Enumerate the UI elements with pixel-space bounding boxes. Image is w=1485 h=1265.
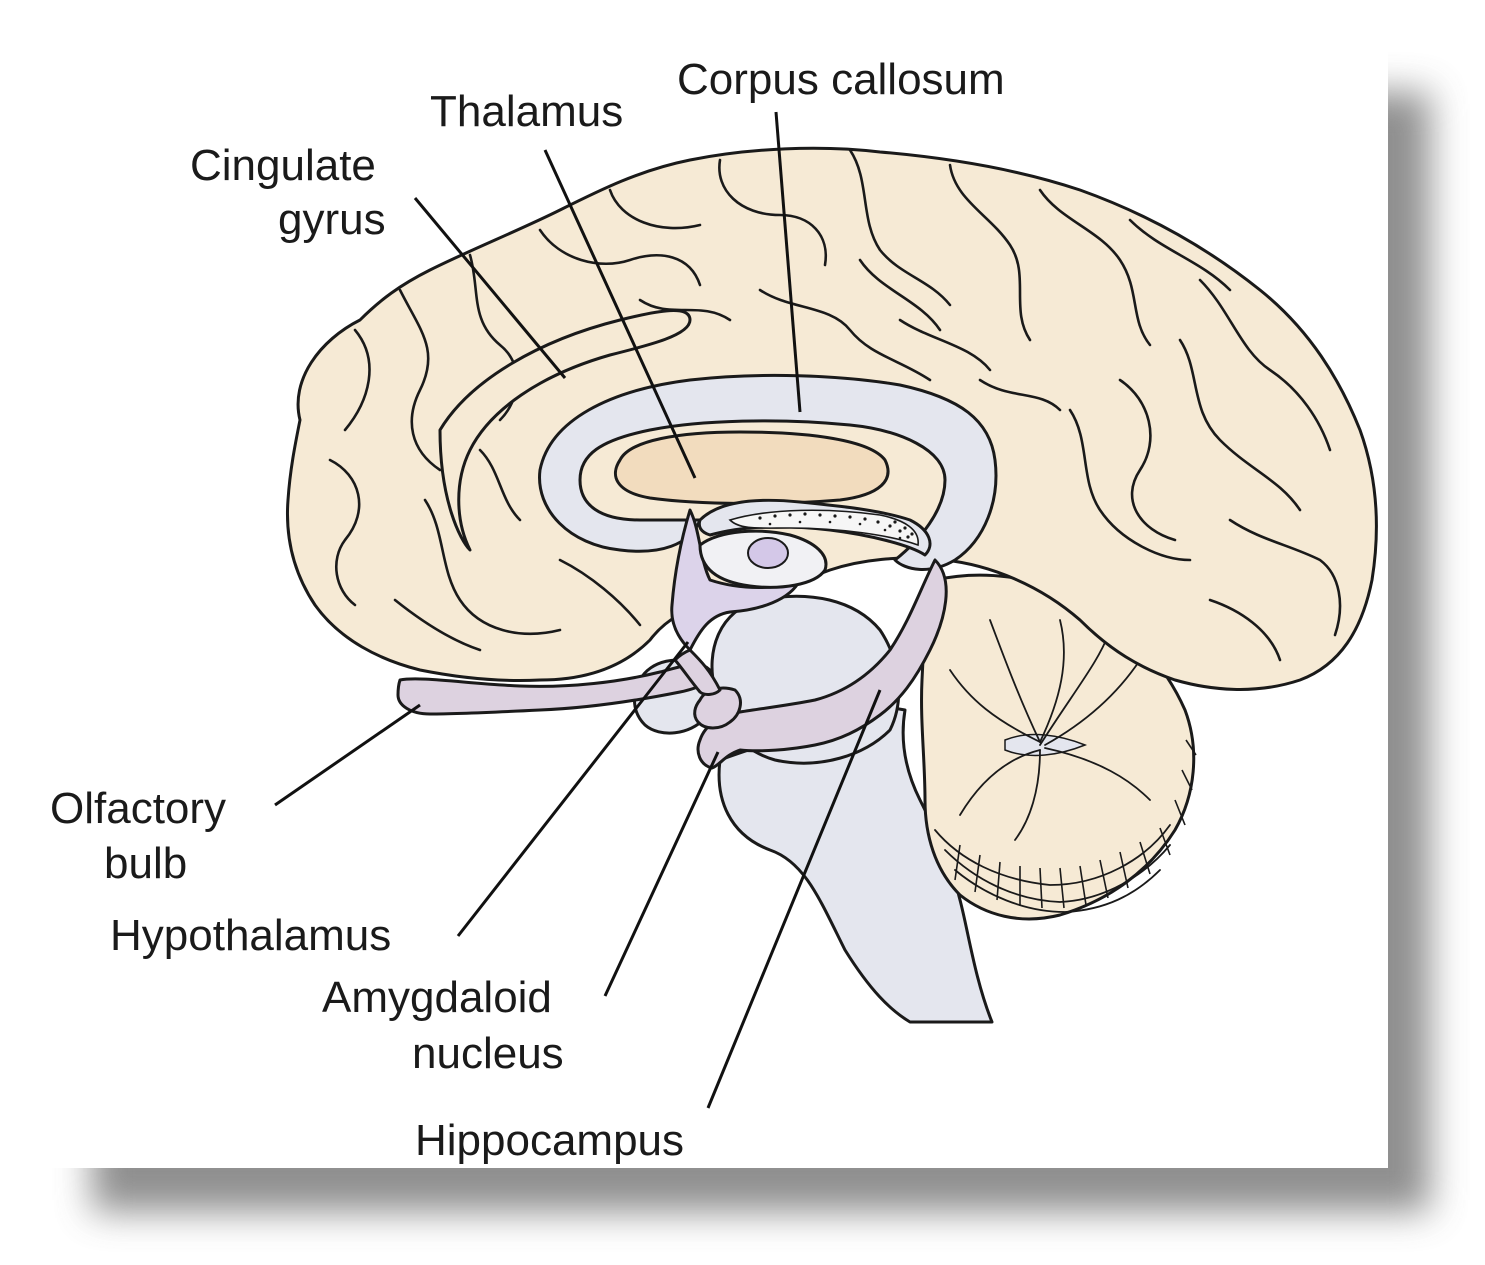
cortical-sulci — [328, 148, 1342, 662]
leader-hippocampus — [706, 689, 882, 1109]
leader-cingulate-gyrus — [413, 197, 567, 379]
limbic-connector — [673, 648, 722, 696]
leader-olfactory-bulb — [274, 703, 421, 807]
label-amygdaloid-line2: nucleus — [412, 1029, 564, 1078]
leader-hypothalamus — [456, 641, 690, 937]
corpus-callosum-region — [538, 373, 998, 571]
leader-amygdaloid — [603, 751, 720, 997]
amygdaloid-region — [693, 686, 742, 730]
leader-corpus-callosum — [774, 111, 802, 413]
choroid-plexus — [728, 509, 919, 547]
leader-lines — [274, 111, 882, 1109]
label-amygdaloid-line1: Amygdaloid — [322, 973, 552, 1022]
thalamus-region — [614, 430, 890, 506]
label-thalamus: Thalamus — [430, 87, 623, 136]
interthalamic-adhesion — [747, 537, 789, 569]
leader-thalamus — [543, 149, 697, 479]
label-hypothalamus: Hypothalamus — [110, 911, 391, 960]
label-cingulate-line2: gyrus — [278, 195, 386, 244]
label-corpus-callosum: Corpus callosum — [677, 55, 1005, 104]
label-olfactory-line1: Olfactory — [50, 784, 226, 833]
cingulate-gyrus-region — [438, 309, 692, 552]
label-cingulate-line1: Cingulate — [190, 141, 376, 190]
label-hippocampus: Hippocampus — [415, 1116, 684, 1165]
hypothalamus-region — [670, 508, 802, 652]
labels: Corpus callosum Thalamus Cingulate gyrus… — [50, 55, 1005, 1165]
label-olfactory-line2: bulb — [104, 839, 187, 888]
